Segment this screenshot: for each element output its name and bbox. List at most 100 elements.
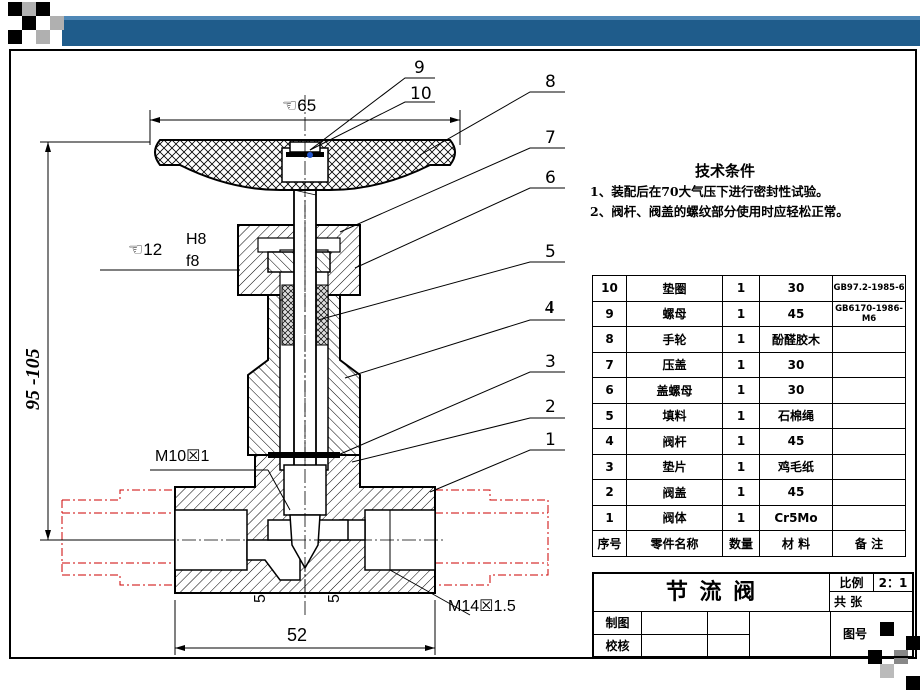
bom-cell — [832, 504, 906, 531]
bom-cell — [832, 428, 906, 455]
scale-value: 2：1 — [874, 574, 912, 592]
dim-fit-upper: H8 — [186, 231, 207, 248]
bom-cell: 1 — [722, 428, 760, 455]
bom-cell: 1 — [722, 453, 760, 480]
bom-cell: 45 — [759, 479, 833, 506]
balloon-4: 4 — [545, 297, 554, 317]
dim-thread-left: M10☒1 — [155, 448, 210, 465]
gasket — [268, 452, 340, 458]
dimension-arrows — [45, 117, 460, 651]
checker-square — [36, 30, 50, 44]
dim-body-length: 52 — [287, 625, 308, 645]
tech-conditions-title: 技术条件 — [695, 162, 756, 180]
dim-fit-diameter: ☜12 — [128, 240, 163, 259]
bom-cell: GB97.2-1985-6 — [832, 275, 906, 302]
checker-square — [36, 2, 50, 16]
dim-offset-left: 5 — [252, 594, 269, 603]
bom-cell: 2 — [592, 479, 627, 506]
bom-cell: 1 — [722, 504, 760, 531]
drawn-by-value — [642, 612, 708, 635]
balloon-7: 7 — [545, 128, 556, 148]
drawn-date — [708, 612, 750, 635]
checked-by-label: 校核 — [594, 635, 642, 657]
bom-cell — [832, 479, 906, 506]
bom-cell: 压盖 — [626, 351, 723, 378]
header-stripe — [62, 16, 920, 46]
bom-cell: 垫片 — [626, 453, 723, 480]
checker-square — [8, 2, 22, 16]
bom-cell: 阀体 — [626, 504, 723, 531]
checked-date — [708, 635, 750, 657]
balloon-leaders — [309, 77, 565, 493]
dimension-lines — [40, 110, 471, 655]
bom-cell: Cr5Mo — [759, 504, 833, 531]
bom-cell: 1 — [722, 402, 760, 429]
bom-cell: 45 — [759, 428, 833, 455]
bom-cell: 填料 — [626, 402, 723, 429]
dim-handwheel-diameter: ☜65 — [282, 96, 317, 115]
bom-cell: 1 — [722, 300, 760, 327]
checker-square — [50, 16, 64, 30]
title-block: 节 流 阀 比例 2：1 共 张 制图 校核 图号 — [592, 572, 914, 658]
balloon-10: 10 — [410, 84, 432, 104]
dim-thread-right: M14☒1.5 — [448, 598, 516, 615]
bom-cell: 30 — [759, 275, 833, 302]
bom-cell: 4 — [592, 428, 627, 455]
bom-header-cell: 数量 — [722, 530, 760, 557]
bom-cell: 盖螺母 — [626, 377, 723, 404]
bom-cell: 1 — [722, 479, 760, 506]
scale-label: 比例 — [830, 574, 874, 592]
bom-cell: GB6170-1986-M6 — [832, 300, 906, 327]
bom-cell: 1 — [722, 326, 760, 353]
bom-header-cell: 序号 — [592, 530, 627, 557]
bom-header-cell: 备 注 — [832, 530, 906, 557]
balloon-3: 3 — [545, 352, 556, 372]
bom-cell: 鸡毛纸 — [759, 453, 833, 480]
balloon-9: 9 — [414, 58, 425, 78]
bom-cell: 30 — [759, 377, 833, 404]
bom-cell: 石棉绳 — [759, 402, 833, 429]
bom-cell: 10 — [592, 275, 627, 302]
drawing-number-label: 图号 — [830, 612, 912, 657]
checker-square — [22, 16, 36, 30]
dim-overall-height: 95 -105 — [22, 348, 44, 410]
bom-cell: 3 — [592, 453, 627, 480]
balloon-6: 6 — [545, 168, 556, 188]
bom-cell: 1 — [722, 351, 760, 378]
drawn-by-label: 制图 — [594, 612, 642, 635]
bom-cell: 45 — [759, 300, 833, 327]
balloon-8: 8 — [545, 72, 556, 92]
balloon-1: 1 — [545, 430, 556, 450]
bom-cell — [832, 351, 906, 378]
bom-cell: 1 — [722, 275, 760, 302]
bom-cell: 1 — [592, 504, 627, 531]
phantom-pipe-connections — [61, 489, 549, 586]
checked-by-value — [642, 635, 708, 657]
bom-cell: 7 — [592, 351, 627, 378]
bom-cell: 阀盖 — [626, 479, 723, 506]
balloon-5: 5 — [545, 242, 556, 262]
bom-cell: 垫圈 — [626, 275, 723, 302]
bom-cell: 螺母 — [626, 300, 723, 327]
bom-cell — [832, 453, 906, 480]
bom-cell: 手轮 — [626, 326, 723, 353]
drawing-frame — [9, 49, 917, 659]
checker-square — [22, 2, 36, 16]
drawing-title: 节 流 阀 — [594, 574, 830, 612]
slide-header-bar — [0, 0, 920, 52]
bom-cell — [832, 402, 906, 429]
bom-cell: 8 — [592, 326, 627, 353]
tech-condition-2: 2、阀杆、阀盖的螺纹部分使用时应轻松正常。 — [590, 204, 849, 219]
bom-header-cell: 材 料 — [759, 530, 833, 557]
